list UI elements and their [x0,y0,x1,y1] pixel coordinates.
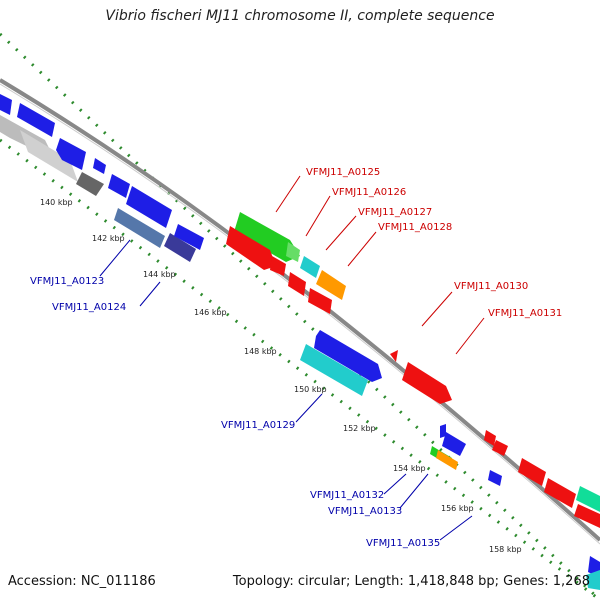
gene-orange [316,270,346,300]
gene-orange-s [436,450,458,470]
gene-blue-5 [108,174,130,198]
gene-blue-9 [440,424,446,438]
gene-red-1 [226,226,276,270]
tick-label: 156 kbp [441,504,474,513]
gene-label: VFMJ11_A0126 [332,187,406,198]
gene-blue-6 [126,186,172,228]
gene-label: VFMJ11_A0133 [328,506,402,517]
gene-red-10 [544,478,576,508]
tick-label: 158 kbp [489,545,522,554]
gene-red-3 [288,272,306,296]
gene-teal [576,486,600,512]
gene-red-2 [270,256,286,276]
gene-red-7 [484,430,496,446]
gene-cyan-2 [586,570,600,590]
gene-blue-4 [93,158,106,174]
gene-label: VFMJ11_A0131 [488,308,562,319]
accession-text: Accession: NC_011186 [8,574,156,589]
gene-label: VFMJ11_A0130 [454,281,528,292]
tick-label: 152 kbp [343,424,376,433]
topology-text: Topology: circular; Length: 1,418,848 bp… [232,574,590,589]
gene-red-8 [492,440,508,456]
tick-label: 146 kbp [194,308,227,317]
gene-blue-10 [442,432,466,456]
forward-strand-genes [226,212,600,528]
tick-label: 140 kbp [40,198,73,207]
map-title: Vibrio fischeri MJ11 chromosome II, comp… [105,8,495,24]
tick-labels: 140 kbp 142 kbp 144 kbp 146 kbp 148 kbp … [40,198,522,554]
gene-label: VFMJ11_A0132 [310,490,384,501]
gene-green-2 [286,242,300,262]
gene-gray-2 [20,130,78,182]
tick-label: 148 kbp [244,347,277,356]
gene-red-5 [390,350,398,362]
gene-label: VFMJ11_A0135 [366,538,440,549]
gene-darkgray [76,172,104,196]
gene-label: VFMJ11_A0127 [358,207,432,218]
gene-label: VFMJ11_A0124 [52,302,126,313]
gene-label: VFMJ11_A0129 [221,420,295,431]
reverse-strand-genes [0,94,600,590]
gene-red-6 [402,362,452,404]
gene-cyan [300,344,368,396]
gene-label: VFMJ11_A0125 [306,167,380,178]
gene-label: VFMJ11_A0123 [30,276,104,287]
gene-blue-11 [488,470,502,486]
tick-label: 154 kbp [393,464,426,473]
gene-blue-8 [314,330,382,382]
gene-red-4 [308,288,332,314]
gene-green-1 [234,212,300,262]
tick-label: 142 kbp [92,234,125,243]
gene-blue-7 [174,224,204,250]
tick-label: 150 kbp [294,385,327,394]
tick-label: 144 kbp [143,270,176,279]
gene-blue-3 [56,138,86,170]
gene-blue-1 [0,94,12,115]
gene-steel [114,208,165,248]
gene-red-9 [518,458,546,486]
gene-cyan-f [300,256,320,278]
gene-red-11 [574,504,600,528]
inner-tick-dots [0,138,600,600]
leader-lines [99,175,485,541]
gene-labels: VFMJ11_A0123 VFMJ11_A0124 VFMJ11_A0125 V… [30,167,562,549]
gene-blue-2 [17,103,55,137]
gene-label: VFMJ11_A0128 [378,222,452,233]
gene-navy [164,233,196,262]
